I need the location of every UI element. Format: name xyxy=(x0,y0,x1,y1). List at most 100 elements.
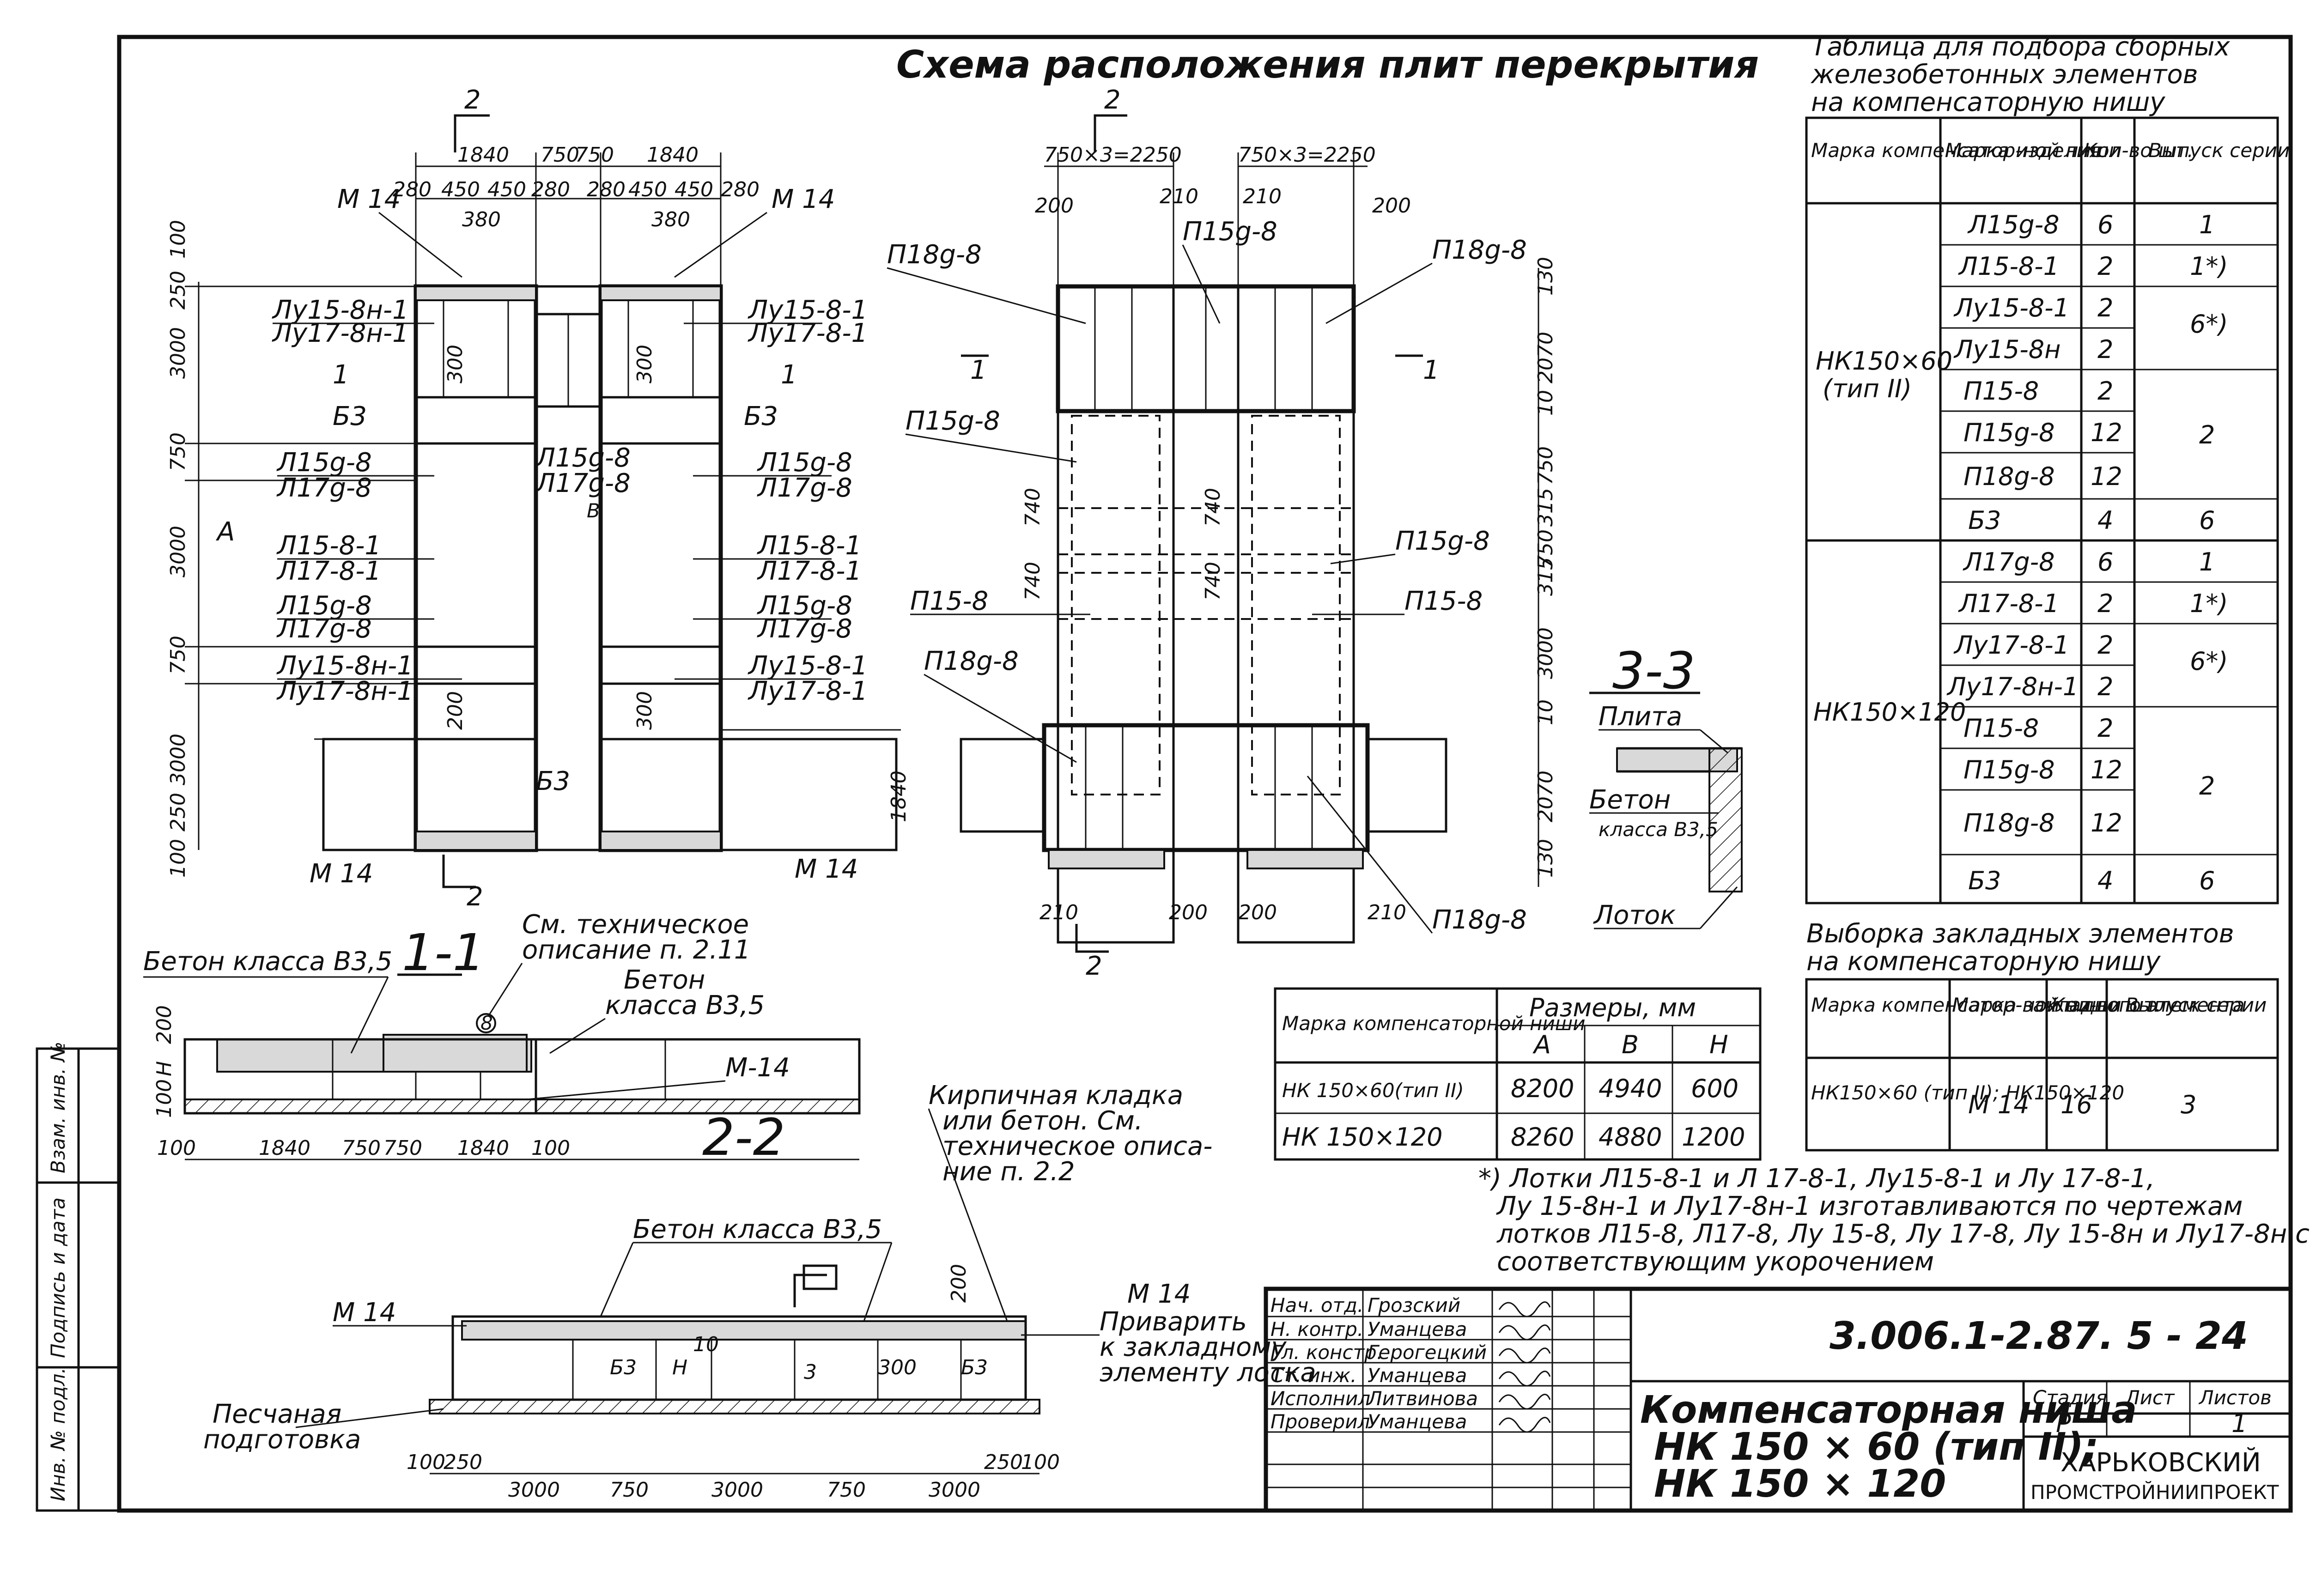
rp-p18g-a: П18g-8 xyxy=(887,240,982,270)
sec33-plita: Плита xyxy=(1599,702,1682,732)
lbl-ly17-8n1b: Лу17-8н-1 xyxy=(276,676,413,706)
lbl-ly15-8-1b: Лу15-8-1 xyxy=(748,651,868,681)
tb-name-3: Герогецкий xyxy=(1368,1341,1487,1364)
side-stamp-1: Инв. № подл. xyxy=(47,1367,69,1501)
lbl-m14-c: М 14 xyxy=(310,859,373,889)
rp-vd-7: 315 xyxy=(1534,557,1557,596)
lbl-l158-1: Л15-8-1 xyxy=(276,531,381,561)
lbl-l178-1b: Л17-8-1 xyxy=(757,556,862,586)
section-3-3: 3-3 Плита Бетон класса В3,5 Лоток xyxy=(1589,641,1743,930)
sec22-beton: Бетон класса В3,5 xyxy=(633,1214,882,1244)
st-r2-c2: 4880 xyxy=(1599,1123,1662,1152)
sec11-beton2: Бетон xyxy=(624,965,705,995)
sec22-d4: 750 xyxy=(610,1478,649,1502)
rp-p15-a: П15-8 xyxy=(910,586,988,616)
tl-dim-3: 750 xyxy=(575,143,614,167)
iv-2: 300 xyxy=(633,345,657,383)
vd-1: 3000 xyxy=(166,327,190,379)
st-col-a: А xyxy=(1532,1030,1551,1059)
emb-h4: Выпуск серии xyxy=(2125,994,2267,1016)
tb-role-5: Исполнил xyxy=(1270,1387,1370,1410)
selection-table: Таблица для подбора сборных железобетонн… xyxy=(1805,32,2290,904)
g2-r1-a: Л17g-8 xyxy=(1963,547,2055,577)
g1-r5-a: П15-8 xyxy=(1964,376,2039,406)
sec11-title: 1-1 xyxy=(402,923,485,982)
sec-mark-1-right: 1 xyxy=(781,360,797,390)
tb-name-1: Грозский xyxy=(1368,1294,1460,1317)
sel-title-2: железобетонных элементов xyxy=(1810,60,2198,90)
lbl-l178-1: Л17-8-1 xyxy=(276,556,381,586)
sec11-d5: 1840 xyxy=(457,1136,509,1160)
sec22-in2: Н xyxy=(672,1356,687,1379)
sec-mark-2-bot: 2 xyxy=(467,882,483,912)
g1-r6-a: П15g-8 xyxy=(1964,418,2055,447)
sel-title-3: на компенсаторную нишу xyxy=(1811,87,2165,117)
emb-h3: Кол-во шт. xyxy=(2051,994,2161,1016)
lbl-ly15-8n1b: Лу15-8н-1 xyxy=(276,651,413,681)
lbl-b3-b: Б3 xyxy=(744,401,778,431)
tb-name3: НК 150 × 120 xyxy=(1654,1462,1946,1506)
tb-org2: ПРОМСТРОЙНИИПРОЕКТ xyxy=(2030,1481,2279,1504)
g2-r6-a: П15g-8 xyxy=(1964,755,2055,784)
vd-2: 750 xyxy=(166,432,190,471)
sel-h3: Кол-во шт. xyxy=(2084,139,2194,162)
st-r1-c1: 8200 xyxy=(1511,1074,1574,1103)
rp-sd-4: 200 xyxy=(1372,194,1411,218)
g1-r7-b: 12 xyxy=(2091,462,2122,491)
sec11-v2: Н xyxy=(152,1061,176,1076)
sel-h2: Марка изделия xyxy=(1945,139,2101,162)
rp-td-1: 750×3=2250 xyxy=(1044,143,1182,167)
drawing-title: Схема расположения плит перекрытия xyxy=(896,43,1759,87)
st-r2-c0: НК 150×120 xyxy=(1282,1123,1443,1152)
emb-r-c0: НК150×60 (тип II); НК150×120 xyxy=(1811,1081,2124,1104)
emb-title-2: на компенсаторную нишу xyxy=(1806,947,2161,977)
tl-dim-4: 1840 xyxy=(647,143,699,167)
rp-mark-4: 1 xyxy=(1423,355,1440,385)
signature-4 xyxy=(1498,1371,1551,1387)
rp-p15g-a: П15g-8 xyxy=(1183,217,1277,247)
lbl-l15g8-a: Л15g-8 xyxy=(276,448,372,478)
g2-r4-a: Лу17-8н-1 xyxy=(1946,672,2079,701)
sec22-kirp4: ние п. 2.2 xyxy=(942,1157,1075,1187)
sec22-m14-r: М 14 xyxy=(1127,1279,1191,1309)
rp-p18g-c: П18g-8 xyxy=(924,646,1019,676)
rp-vd-8: 3000 xyxy=(1534,627,1557,679)
g2-r2-b: 2 xyxy=(2097,589,2113,618)
rp-p15g-b: П15g-8 xyxy=(906,406,1000,436)
right-dim-1840: 1840 xyxy=(887,771,911,822)
rp-bd-2: 200 xyxy=(1169,901,1208,924)
lbl-ly15-8n1: Лу15-8н-1 xyxy=(272,295,409,325)
st-col-h: Н xyxy=(1709,1030,1728,1059)
g1-r5-b: 2 xyxy=(2097,376,2113,406)
tb-stage-h: Стадия xyxy=(2033,1386,2107,1409)
section-1-1: 1-1 8 Бетон класса В3,5 См. техническое … xyxy=(143,910,861,1160)
lbl-l17g8-b: Л17g-8 xyxy=(535,468,631,498)
st-col-b: В xyxy=(1622,1030,1639,1059)
tb-sheets-h: Листов xyxy=(2198,1386,2272,1409)
tb-name-2: Уманцева xyxy=(1368,1318,1467,1341)
plan-right: 750×3=2250 750×3=2250 200 210 210 200 21… xyxy=(887,85,1557,981)
rp-sd-1: 200 xyxy=(1035,194,1074,218)
tb-name1: Компенсаторная ниша xyxy=(1640,1388,2137,1432)
signature-5 xyxy=(1498,1394,1551,1410)
g2-r8-b: 4 xyxy=(2097,866,2113,895)
inner-dim-2: 380 xyxy=(651,208,690,231)
rp-mark-1: 2 xyxy=(1104,85,1121,115)
sec22-d9: 100 xyxy=(1021,1450,1060,1474)
rp-bd-1: 210 xyxy=(1040,901,1078,924)
sec33-title: 3-3 xyxy=(1612,641,1696,700)
g2-r5-c: 2 xyxy=(2199,771,2215,801)
sizes-table: Марка компенсаторной ниши Размеры, мм А … xyxy=(1274,987,1762,1161)
g2-r5-b: 2 xyxy=(2097,714,2113,743)
sec11-d6: 100 xyxy=(531,1136,570,1160)
g2-r5-a: П15-8 xyxy=(1964,714,2039,743)
sec22-d6: 750 xyxy=(827,1478,866,1502)
sec33-lotok: Лоток xyxy=(1593,900,1676,930)
lbl-m14-d: М 14 xyxy=(795,854,858,884)
fn-l3: лотков Л15-8, Л17-8, Лу 15-8, Лу 17-8, Л… xyxy=(1496,1219,2310,1249)
sel-h4: Выпуск серии xyxy=(2148,139,2290,162)
tb-role-1: Нач. отд. xyxy=(1270,1294,1363,1317)
sec22-in5: 300 xyxy=(878,1356,917,1379)
g1-r4-b: 2 xyxy=(2097,335,2113,364)
g1-r1-b: 6 xyxy=(2097,210,2113,239)
